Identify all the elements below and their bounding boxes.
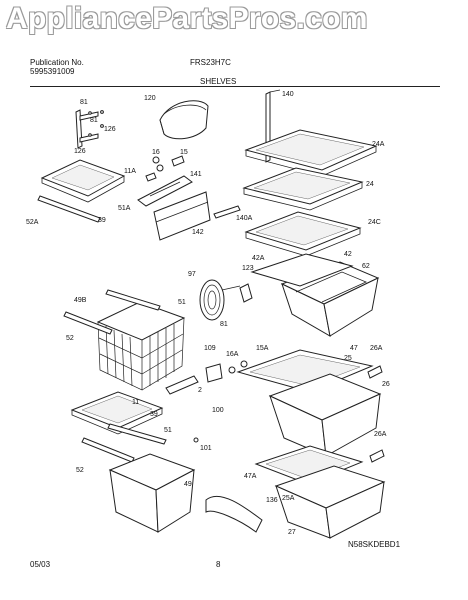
part-label: 24C <box>368 219 381 226</box>
part-label: 123 <box>242 265 254 272</box>
part-label: 52 <box>76 467 84 474</box>
part-42-cover <box>250 253 354 287</box>
header-rule <box>30 86 440 87</box>
part-16-15-clips <box>145 155 185 182</box>
part-label: 2 <box>198 387 202 394</box>
part-11A-shelf <box>40 159 126 203</box>
part-label: 126 <box>74 148 86 155</box>
part-label: 47 <box>350 345 358 352</box>
part-label: 26 <box>382 381 390 388</box>
footer-diagram-code: N58SKDEBD1 <box>348 540 401 549</box>
part-label: 81 <box>80 99 88 106</box>
part-label: 81 <box>90 117 98 124</box>
part-label: 16A <box>226 351 239 358</box>
part-label: 26A <box>374 431 387 438</box>
part-label: 26A <box>370 345 383 352</box>
part-51-rail-upper <box>105 289 161 311</box>
part-52A-rail <box>37 195 101 223</box>
part-142-cover <box>153 191 211 241</box>
part-label: 101 <box>200 445 212 452</box>
part-2-roller <box>165 375 199 395</box>
part-label: 24A <box>372 141 385 148</box>
part-24-shelf <box>242 167 364 211</box>
part-24C-shelf <box>244 211 362 257</box>
part-label: 140 <box>282 91 294 98</box>
part-label: 42A <box>252 255 265 262</box>
watermark: AppliancePartsPros.com <box>6 2 368 35</box>
part-label: 81 <box>220 321 228 328</box>
part-11-shelf <box>70 391 164 435</box>
part-49-pan <box>108 453 196 533</box>
part-25-crisper <box>268 373 382 457</box>
part-47A-cover <box>254 445 364 485</box>
part-label: 51 <box>164 427 172 434</box>
part-49B-wire-basket <box>96 301 186 391</box>
part-label: 16 <box>152 149 160 156</box>
part-label: 52 <box>66 335 74 342</box>
part-label: 47A <box>244 473 257 480</box>
part-label: 51 <box>178 299 186 306</box>
publication-label: Publication No. <box>30 58 84 67</box>
part-27-crisper <box>274 465 386 539</box>
part-label: 100 <box>212 407 224 414</box>
publication-number: 5995391009 <box>30 67 75 76</box>
part-52-rail <box>63 311 113 335</box>
part-47-cover <box>236 349 374 393</box>
part-126-bracket <box>75 109 104 149</box>
part-label: 141 <box>190 171 202 178</box>
part-141-frame <box>137 175 193 207</box>
part-109-cam <box>205 360 248 383</box>
part-101-screw <box>193 437 199 443</box>
part-62-crisper <box>280 261 380 337</box>
part-label: 15A <box>256 345 269 352</box>
part-label: 39 <box>98 217 106 224</box>
part-120-bin <box>159 100 209 140</box>
model-number: FRS23H7C <box>190 58 231 67</box>
section-title: SHELVES <box>200 77 237 86</box>
part-label: 120 <box>144 95 156 102</box>
part-label: 109 <box>204 345 216 352</box>
part-label: 136 <box>266 497 278 504</box>
part-label: 42 <box>344 251 352 258</box>
part-51-rail-lower <box>107 423 167 445</box>
part-97-fan <box>199 279 241 321</box>
part-label: 25 <box>344 355 352 362</box>
footer-date: 05/03 <box>30 560 51 569</box>
part-136-handle <box>205 495 263 533</box>
part-26A-clip <box>367 365 385 463</box>
part-label: 15 <box>180 149 188 156</box>
part-label: 126 <box>104 126 116 133</box>
part-label: 39 <box>150 411 158 418</box>
part-label: 11 <box>132 399 139 406</box>
part-label: 49B <box>74 297 87 304</box>
part-label: 24 <box>366 181 374 188</box>
part-label: 25A <box>282 495 295 502</box>
part-label: 49 <box>184 481 192 488</box>
part-label: 51A <box>118 205 131 212</box>
part-label: 142 <box>192 229 204 236</box>
part-label: 52A <box>26 219 39 226</box>
part-42A-bracket <box>239 283 253 303</box>
part-52-rail-lower <box>81 437 135 463</box>
part-label: 97 <box>188 271 196 278</box>
part-140A <box>213 205 241 219</box>
footer-page: 8 <box>216 560 221 569</box>
part-label: 11A <box>124 168 136 175</box>
part-label: 62 <box>362 263 370 270</box>
part-label: 140A <box>236 215 253 222</box>
part-label: 27 <box>288 529 296 536</box>
